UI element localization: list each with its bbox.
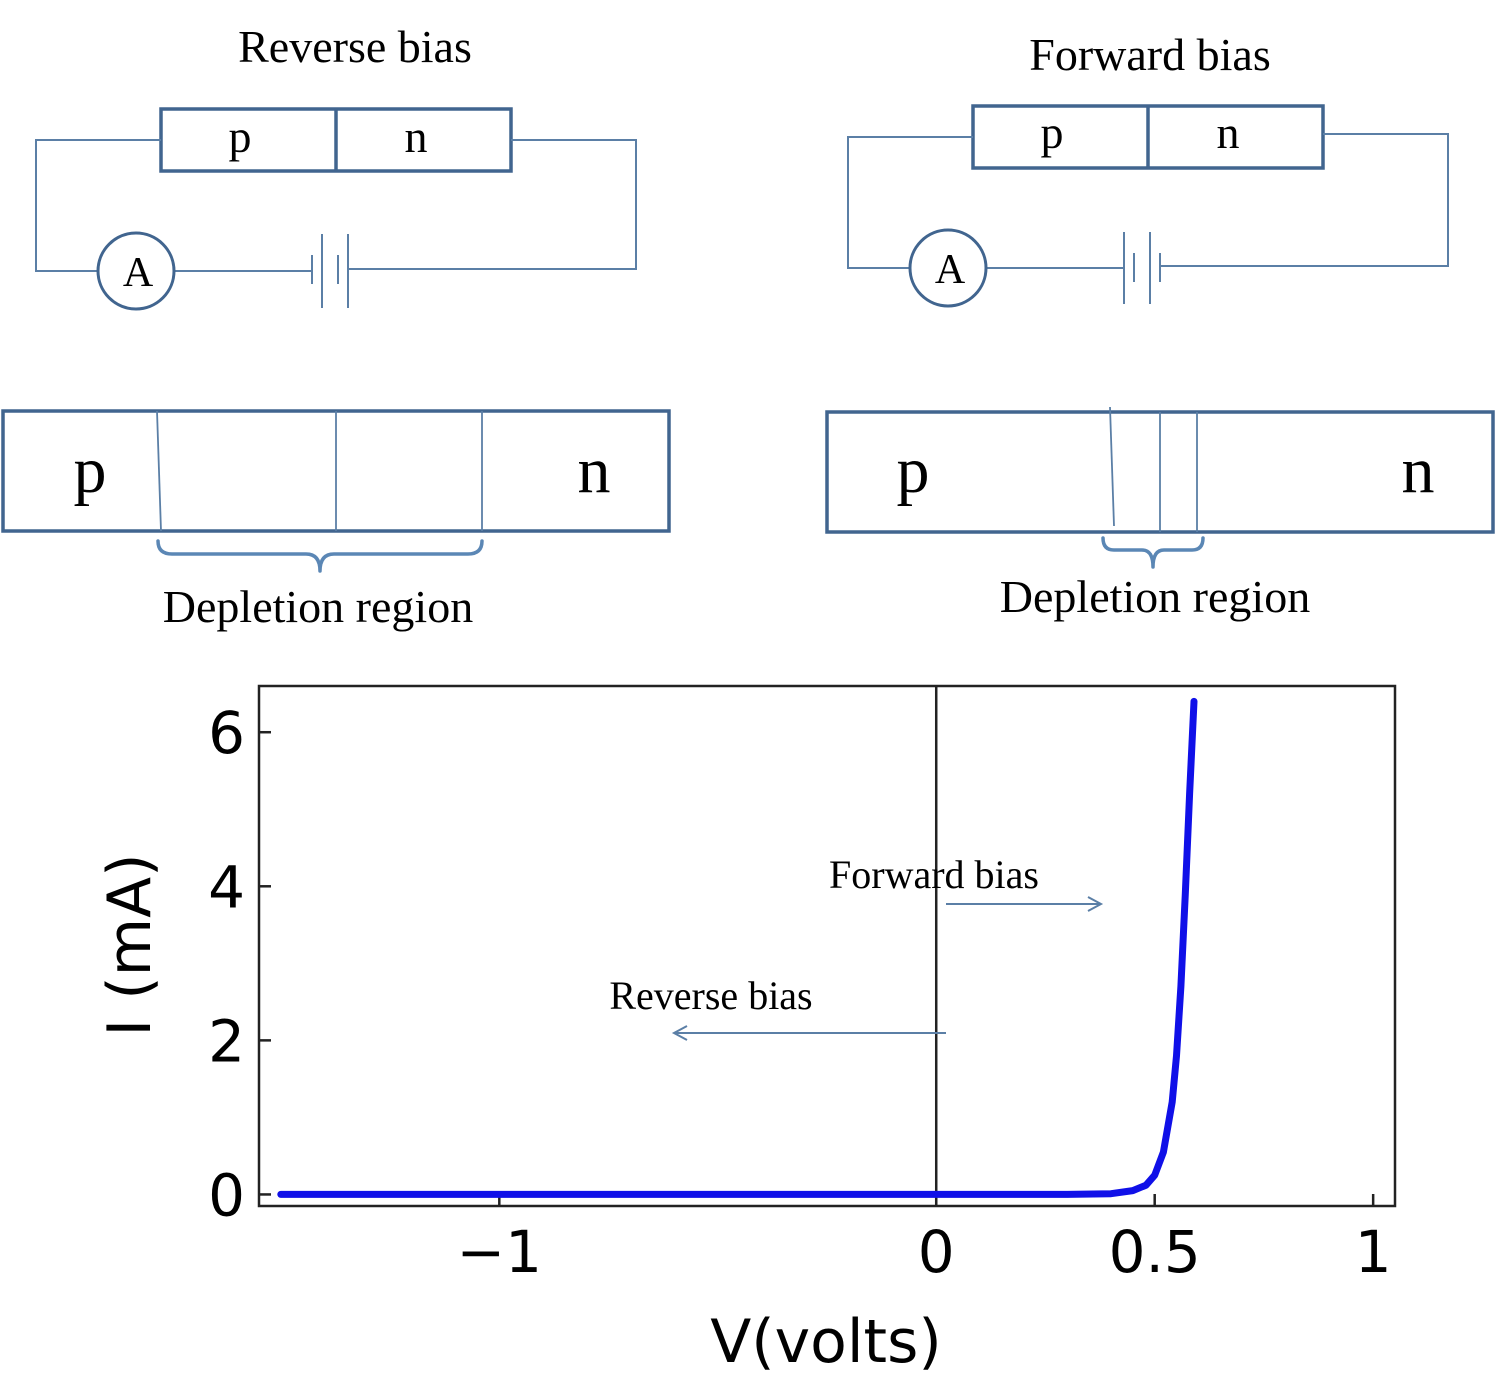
x-axis-ticks: −1 0 0.5 1 [457, 1194, 1392, 1286]
y-axis-ticks: 0 2 4 6 [208, 699, 271, 1229]
y-tick-label: 0 [208, 1161, 245, 1229]
forward-bar-p-label: p [897, 434, 930, 507]
forward-left-wire [847, 136, 973, 269]
forward-bias-circuit: Forward bias p n A [847, 29, 1449, 308]
forward-right-wire [1160, 133, 1449, 267]
reverse-p-label: p [229, 111, 252, 162]
forward-n-label: n [1217, 107, 1240, 158]
forward-bar-n-label: n [1402, 434, 1435, 507]
reverse-n-label: n [405, 111, 428, 162]
iv-characteristic-chart: −1 0 0.5 1 0 2 4 6 V(volts) I (mA) Forward bia… [95, 684, 1397, 1377]
reverse-bar-p-label: p [74, 434, 107, 507]
y-axis-label: I (mA) [95, 853, 165, 1036]
x-axis-label: V(volts) [710, 1307, 942, 1377]
x-tick-label: 0.5 [1109, 1218, 1201, 1286]
reverse-bias-annotation: Reverse bias [609, 973, 812, 1018]
forward-arrow-icon [946, 896, 1104, 912]
reverse-right-wire [348, 139, 637, 270]
reverse-bias-circuit: Reverse bias p n A [35, 21, 637, 311]
x-tick-label: 1 [1355, 1218, 1392, 1286]
reverse-depletion-label: Depletion region [163, 581, 473, 632]
forward-depletion-left-edge [1109, 406, 1115, 527]
forward-ammeter-icon [908, 228, 988, 308]
reverse-depletion-brace [156, 539, 484, 573]
forward-depletion-diagram: p n Depletion region [825, 406, 1495, 622]
forward-battery-icon [1123, 232, 1161, 304]
forward-depletion-label: Depletion region [1000, 571, 1310, 622]
plot-frame [257, 684, 1397, 1208]
y-tick-label: 6 [208, 699, 245, 767]
reverse-ammeter-label: A [123, 250, 154, 296]
x-tick-label: −1 [457, 1218, 543, 1286]
x-tick-label: 0 [918, 1218, 955, 1286]
forward-p-label: p [1041, 107, 1064, 158]
forward-bias-annotation: Forward bias [829, 852, 1039, 897]
reverse-left-wire [35, 139, 161, 272]
iv-curve-series [277, 697, 1198, 1198]
reverse-battery-icon [311, 234, 349, 308]
forward-ammeter-label: A [935, 247, 966, 293]
reverse-arrow-icon [671, 1025, 946, 1041]
reverse-ammeter-icon [96, 231, 176, 311]
reverse-depletion-diagram: p n Depletion region [1, 409, 671, 632]
y-tick-label: 2 [208, 1007, 245, 1075]
reverse-depletion-left-edge [156, 410, 162, 532]
reverse-bar-n-label: n [578, 434, 611, 507]
forward-bias-title: Forward bias [1029, 29, 1270, 80]
reverse-bias-title: Reverse bias [238, 21, 472, 72]
forward-depletion-brace [1101, 536, 1205, 569]
y-tick-label: 4 [208, 853, 245, 921]
